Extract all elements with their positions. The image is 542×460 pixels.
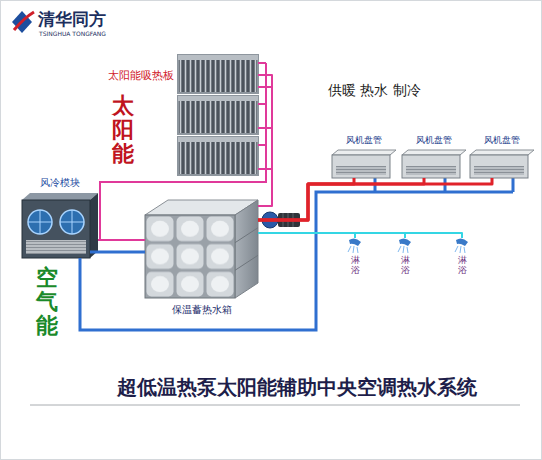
node-label: 太阳能吸热板 (108, 69, 174, 82)
pipe (80, 178, 513, 330)
tank-seam (235, 228, 258, 271)
fan-coil: 风机盘管 (470, 150, 534, 178)
brand-latin: TSINGHUA TONGFANG (39, 30, 106, 37)
energy-label: 太阳能 (112, 94, 134, 167)
unit-side (90, 193, 98, 258)
node-label: 风机盘管 (484, 135, 520, 146)
storage-tank (145, 200, 258, 298)
tank-front (145, 215, 235, 298)
spray (398, 246, 408, 253)
logo-icon (12, 11, 34, 33)
shower-heads (348, 238, 468, 253)
return-pipes (80, 178, 513, 330)
fan-coil: 风机盘管 (332, 150, 396, 178)
energy-label: 空气能 (36, 266, 58, 339)
shower-head (399, 238, 411, 246)
air-cooled-unit: 风冷模块 (22, 193, 98, 258)
node-label: 保温蓄热水箱 (172, 304, 232, 316)
diagram-title: 超低温热泵太阳能辅助中央空调热水系统 (92, 375, 502, 399)
node-label: 淋浴 (458, 256, 467, 276)
coil-top (470, 150, 534, 155)
panel-manifold (178, 137, 258, 142)
spray (455, 246, 465, 253)
node-label: 淋浴 (351, 256, 360, 276)
pipe-connector (98, 239, 145, 241)
node-label: 风机盘管 (346, 135, 382, 146)
function-label: 供暖 热水 制冷 (328, 82, 421, 99)
air-unit (22, 193, 98, 258)
fan-guard (28, 210, 84, 234)
unit-grille (26, 240, 86, 254)
pipe-connector (258, 178, 492, 220)
storage-tank: 保温蓄热水箱 (145, 200, 258, 298)
node-label: 风冷模块 (40, 177, 80, 189)
shower: 淋浴 (454, 238, 470, 296)
title-rule (30, 405, 520, 406)
panel-manifold (178, 55, 258, 60)
solar-panel (178, 96, 258, 134)
pipe-connector (258, 75, 272, 206)
shower: 淋浴 (397, 238, 413, 296)
tank-side (235, 200, 258, 298)
coil-top (332, 150, 396, 155)
node-label: 淋浴 (401, 256, 410, 276)
coil-body (470, 155, 528, 178)
brand-name: 清华同方 (38, 9, 106, 29)
fan-coil: 风机盘管 (402, 150, 466, 178)
shower: 淋浴 (347, 238, 363, 296)
panel-manifold (178, 96, 258, 101)
logo-swoosh (14, 12, 34, 30)
solar-panel (178, 55, 258, 93)
pipe (258, 87, 272, 169)
spray (348, 246, 358, 253)
node-label: 风机盘管 (416, 135, 452, 146)
fan-coils (332, 150, 534, 178)
coil-body (332, 155, 390, 178)
unit-body (22, 200, 90, 258)
coil-body (402, 155, 460, 178)
unit-top (22, 193, 98, 200)
shower-head (456, 238, 468, 246)
shower-head (349, 238, 361, 246)
solar-panel (178, 137, 258, 175)
coil-grille (336, 166, 386, 175)
coil-grille (474, 166, 524, 175)
pipe (90, 251, 145, 254)
solar-panels (178, 55, 258, 175)
coil-grille (406, 166, 456, 175)
coil-top (402, 150, 466, 155)
pipe-connector (258, 233, 462, 238)
solar-collector: 太阳能吸热板 (178, 55, 258, 175)
